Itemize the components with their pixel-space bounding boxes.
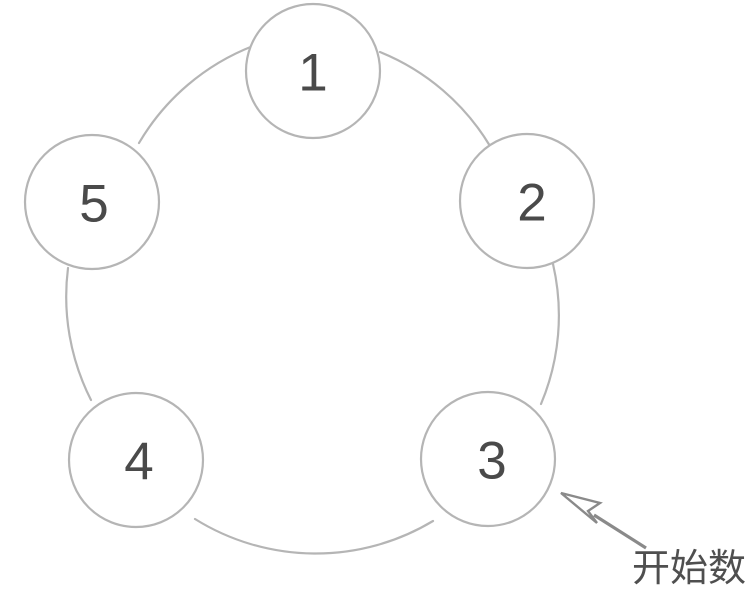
node-circle-3[interactable] [419,390,557,528]
node-3[interactable]: 3 [419,390,557,528]
arrow-shaft [593,513,647,550]
edge-1-to-2 [378,50,492,148]
node-circle-1[interactable] [244,2,382,140]
node-label-5: 5 [79,175,108,234]
edge-3-to-4 [193,517,435,555]
annotation-label: 开始数 [632,546,747,590]
edge-4-to-5 [65,266,93,402]
node-circle-4[interactable] [67,391,205,529]
node-1[interactable]: 1 [244,2,382,140]
edge-5-to-1 [137,44,255,145]
node-label-3: 3 [477,432,506,491]
node-label-2: 2 [517,174,546,233]
node-2[interactable]: 2 [458,132,596,270]
edge-2-to-3 [539,262,560,406]
annotation-arrow [560,491,647,550]
node-circle-2[interactable] [458,132,596,270]
node-label-1: 1 [298,44,327,103]
node-circle-5[interactable] [23,133,161,271]
node-label-4: 4 [124,433,153,492]
node-group: 1 2 3 4 5 [23,2,596,529]
arrow-head-icon [560,491,603,524]
node-5[interactable]: 5 [23,133,161,271]
node-4[interactable]: 4 [67,391,205,529]
edge-group [65,44,560,555]
